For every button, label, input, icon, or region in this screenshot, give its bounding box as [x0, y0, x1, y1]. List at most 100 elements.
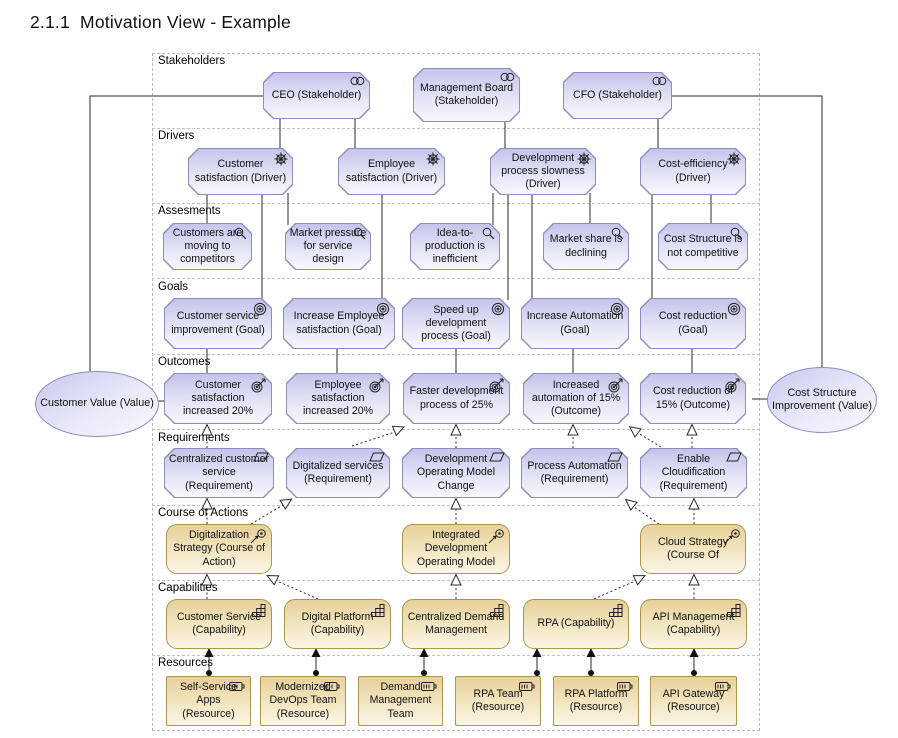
node-api-gateway-resource[interactable]: API Gateway (Resource): [650, 676, 737, 726]
node-label: Cost reduction of 15% (Outcome): [652, 385, 734, 411]
node-cfo[interactable]: CFO (Stakeholder): [563, 72, 672, 119]
goal-icon: [376, 302, 390, 316]
lane-label-stakeholders: Stakeholders: [158, 55, 226, 67]
magnifier-icon: [611, 227, 624, 240]
node-label: API Management (Capability): [652, 610, 735, 636]
node-label: Digital Platform (Capability): [301, 610, 374, 636]
stakeholder-icon: [652, 76, 667, 86]
resource-icon: [715, 681, 731, 692]
node-market-pressure-assessment[interactable]: Market pressure for service design: [285, 223, 371, 270]
node-process-automation-requirement[interactable]: Process Automation (Requirement): [521, 448, 628, 498]
node-label: CFO (Stakeholder): [573, 88, 662, 101]
node-cost-structure-improvement-value[interactable]: Cost Structure Improvement (Value): [767, 367, 877, 433]
node-integrated-development-operating-model[interactable]: Integrated Development Operating Model: [402, 524, 510, 574]
node-centralized-customer-service-requirement[interactable]: Centralized customer service (Requiremen…: [164, 448, 274, 498]
goal-icon: [610, 302, 624, 316]
node-customer-satisfaction-outcome[interactable]: Customer satisfaction increased 20%: [164, 373, 272, 424]
outcome-target-icon: [725, 377, 741, 393]
lane-separator: [152, 203, 760, 204]
outcome-target-icon: [369, 377, 385, 393]
stakeholder-icon: [350, 76, 365, 86]
magnifier-icon: [482, 227, 495, 240]
node-label: Cost Structure is not competitive: [663, 233, 743, 259]
node-label: Digitalization Strategy (Course of Actio…: [173, 529, 265, 568]
lane-label-drivers: Drivers: [158, 130, 195, 142]
node-label: Increased automation of 15% (Outcome): [531, 378, 621, 418]
node-rpa-capability[interactable]: RPA (Capability): [523, 599, 629, 649]
resource-icon: [519, 681, 535, 692]
node-increased-automation-outcome[interactable]: Increased automation of 15% (Outcome): [523, 373, 629, 424]
node-cost-reduction-outcome[interactable]: Cost reduction of 15% (Outcome): [640, 373, 746, 424]
node-employee-satisfaction-outcome[interactable]: Employee satisfaction increased 20%: [286, 373, 390, 424]
node-label: Customers are moving to competitors: [172, 226, 243, 266]
node-label: Modernized DevOps Team (Resource): [269, 681, 337, 720]
course-of-action-icon: [250, 529, 266, 544]
node-demand-management-team-resource[interactable]: Demand Management Team: [358, 676, 443, 726]
resource-icon: [617, 681, 633, 692]
lane-label-resources: Resources: [158, 657, 213, 669]
lane-separator: [152, 128, 760, 129]
node-customers-moving-assessment[interactable]: Customers are moving to competitors: [163, 223, 252, 270]
goal-icon: [727, 302, 741, 316]
node-customer-service-goal[interactable]: Customer service improvement (Goal): [164, 298, 272, 349]
node-increase-employee-satisfaction-goal[interactable]: Increase Employee satisfaction (Goal): [283, 298, 395, 349]
node-label: Customer satisfaction increased 20%: [182, 378, 254, 418]
node-speed-up-development-goal[interactable]: Speed up development process (Goal): [402, 298, 510, 349]
node-management-board[interactable]: Management Board (Stakeholder): [413, 68, 520, 122]
node-ceo[interactable]: CEO (Stakeholder): [263, 72, 370, 119]
magnifier-icon: [234, 227, 247, 240]
resource-icon: [324, 681, 340, 692]
node-idea-to-production-assessment[interactable]: Idea-to-production is inefficient: [410, 223, 500, 270]
outcome-target-icon: [489, 377, 505, 393]
node-development-process-slowness-driver[interactable]: Development process slowness (Driver): [490, 148, 596, 195]
node-digitalized-services-requirement[interactable]: Digitalized services (Requirement): [286, 448, 390, 498]
node-faster-development-outcome[interactable]: Faster development process of 25%: [403, 373, 510, 424]
node-label: Development process slowness (Driver): [501, 151, 585, 191]
node-cost-structure-assessment[interactable]: Cost Structure is not competitive: [658, 223, 748, 270]
outcome-target-icon: [251, 377, 267, 393]
node-rpa-platform-resource[interactable]: RPA Platform (Resource): [553, 676, 639, 726]
node-label: Speed up development process (Goal): [421, 303, 491, 343]
node-digital-platform-capability[interactable]: Digital Platform (Capability): [284, 599, 391, 649]
capability-icon: [609, 604, 623, 617]
node-market-share-assessment[interactable]: Market share is declining: [543, 223, 629, 270]
lane-label-outcomes: Outcomes: [158, 356, 211, 368]
capability-icon: [371, 604, 385, 617]
node-cloud-strategy[interactable]: Cloud Strategy (Course Of: [640, 524, 746, 574]
node-modernized-devops-team-resource[interactable]: Modernized DevOps Team (Resource): [260, 676, 346, 726]
node-label: Demand Management Team: [369, 681, 432, 720]
node-cost-reduction-goal[interactable]: Cost reduction (Goal): [640, 298, 746, 349]
stakeholder-icon: [500, 72, 515, 82]
node-label: Market share is declining: [549, 233, 623, 259]
node-label: Centralized customer service (Requiremen…: [168, 453, 270, 492]
node-label: Centralized Demand Management: [407, 610, 505, 636]
course-of-action-icon: [488, 529, 504, 544]
node-label: RPA Team (Resource): [471, 687, 525, 713]
node-rpa-team-resource[interactable]: RPA Team (Resource): [455, 676, 541, 726]
node-self-service-apps-resource[interactable]: Self-Service Apps (Resource): [166, 676, 251, 726]
requirement-icon: [369, 452, 385, 462]
node-api-management-capability[interactable]: API Management (Capability): [640, 599, 747, 649]
node-label: Cost-efficiency (Driver): [658, 158, 728, 184]
lane-label-course-of-actions: Course of Actions: [158, 507, 249, 519]
page-title: 2.1.1 Motivation View - Example: [30, 12, 291, 32]
node-label: Market pressure for service design: [289, 226, 367, 266]
node-development-operating-model-change[interactable]: Development Operating Model Change: [402, 448, 510, 498]
node-label: Increase Employee satisfaction (Goal): [293, 310, 385, 336]
node-cost-efficiency-driver[interactable]: Cost-efficiency (Driver): [640, 148, 746, 195]
node-centralized-demand-management-capability[interactable]: Centralized Demand Management: [402, 599, 510, 649]
node-enable-cloudification-requirement[interactable]: Enable Cloudification (Requirement): [640, 448, 747, 498]
node-customer-service-capability[interactable]: Customer Service (Capability): [166, 599, 272, 649]
lane-label-assesments: Assesments: [158, 205, 221, 217]
node-label: Management Board (Stakeholder): [419, 81, 514, 107]
node-customer-value[interactable]: Customer Value (Value): [35, 371, 159, 437]
node-label: Cloud Strategy (Course Of: [657, 535, 729, 561]
node-digitalization-strategy[interactable]: Digitalization Strategy (Course of Actio…: [166, 524, 272, 574]
requirement-icon: [489, 452, 505, 462]
node-label: Integrated Development Operating Model: [416, 529, 496, 568]
node-increase-automation-goal[interactable]: Increase Automation (Goal): [521, 298, 629, 349]
node-customer-satisfaction-driver[interactable]: Customer satisfaction (Driver): [188, 148, 293, 195]
node-employee-satisfaction-driver[interactable]: Employee satisfaction (Driver): [338, 148, 445, 195]
node-label: CEO (Stakeholder): [271, 88, 362, 101]
